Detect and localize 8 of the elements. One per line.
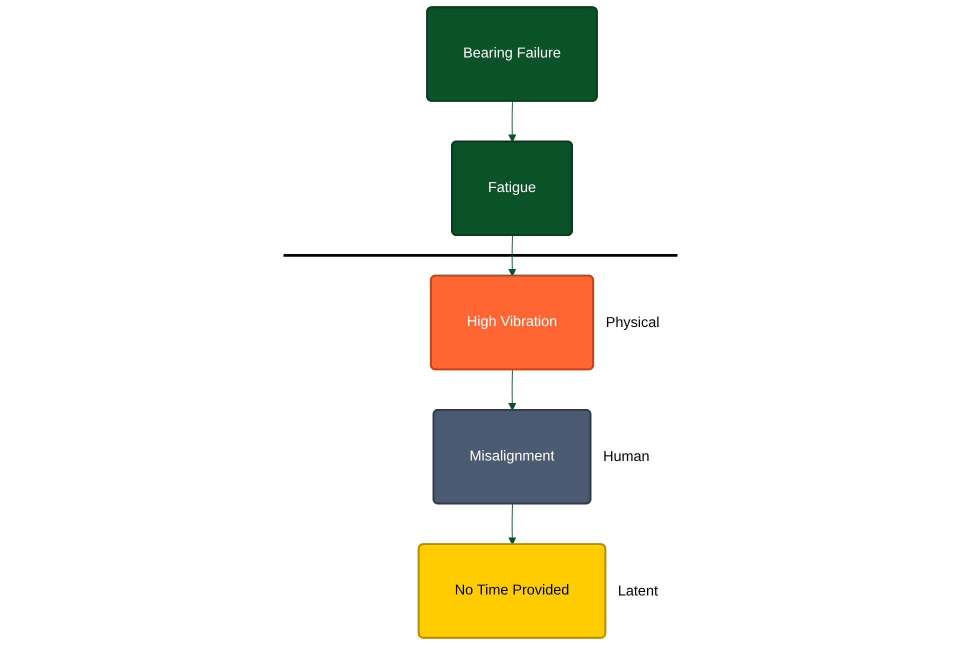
process-box: Misalignment [432, 408, 592, 504]
node-caption: Human [603, 449, 650, 466]
process-box: No Time Provided [418, 543, 606, 639]
process-box: Bearing Failure [426, 6, 598, 102]
process-box: Fatigue [451, 140, 573, 236]
process-box: High Vibration [430, 274, 594, 370]
node-caption: Physical [606, 315, 660, 331]
node-caption: Latent [618, 583, 658, 600]
